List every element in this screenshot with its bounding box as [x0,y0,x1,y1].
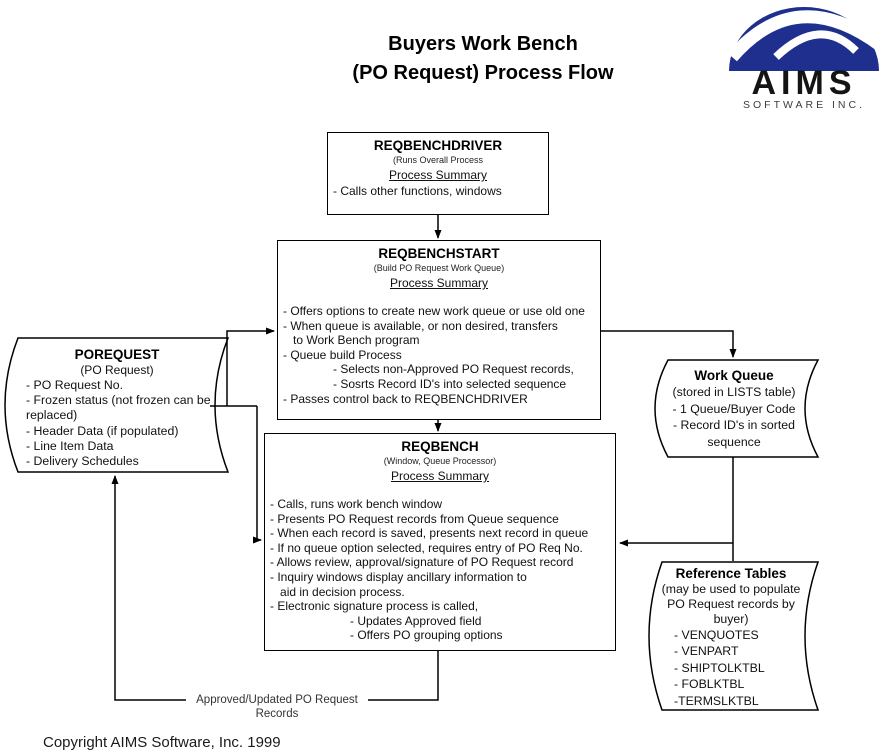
connector-porequest-to-reqbench [253,406,262,544]
aims-logo: AIMS SOFTWARE INC. [727,5,881,117]
reqbenchdriver-line: - Calls other functions, windows [333,184,502,198]
reqbenchstart-line: - Passes control back to REQBENCHDRIVER [283,391,528,406]
porequest-line: - Delivery Schedules [26,454,139,469]
reqbench-summary-label: Process Summary [390,469,490,483]
work-queue-line: (stored in LISTS table) [672,385,796,399]
reqbench-subtitle: (Window, Queue Processor) [383,456,497,466]
reqbenchstart-line: to Work Bench program [283,333,420,348]
connector-porequest-to-start [226,327,275,406]
logo-wordmark: AIMS [751,64,857,102]
work-queue-line: sequence [707,434,761,449]
reference-tables-shape-text: Reference Tables (may be used to populat… [652,566,810,709]
reference-tables-line: - FOBLKTBL [674,677,745,692]
page-title-line1: Buyers Work Bench [388,33,578,55]
reqbench-line: - If no queue option selected, requires … [270,540,583,555]
porequest-line: - PO Request No. [26,378,124,392]
reqbenchstart-box: REQBENCHSTART (Build PO Request Work Que… [277,240,601,420]
reqbench-line: - Updates Approved field [270,613,482,628]
porequest-line: replaced) [26,408,78,423]
page-title: Buyers Work Bench (PO Request) Process F… [303,30,663,88]
reference-tables-title: Reference Tables [675,566,787,581]
reqbenchdriver-title: REQBENCHDRIVER [373,138,503,153]
logo-dome-icon [728,7,880,71]
reqbenchstart-line: - When queue is available, or non desire… [283,318,558,333]
reqbenchdriver-summary-label: Process Summary [388,168,488,182]
reqbench-line: - When each record is saved, presents ne… [270,526,589,541]
porequest-line: - Line Item Data [26,438,114,453]
reqbench-line: - Inquiry windows display ancillary info… [270,569,527,584]
reqbenchstart-summary-label: Process Summary [389,276,489,290]
reference-tables-shape [648,561,820,711]
work-queue-shape-text: Work Queue (stored in LISTS table) - 1 Q… [660,368,808,450]
work-queue-title: Work Queue [694,368,774,383]
reqbenchdriver-box: REQBENCHDRIVER (Runs Overall Process Pro… [327,132,549,215]
reqbench-line: - Offers PO grouping options [270,628,503,643]
porequest-shape [4,337,230,473]
reqbenchdriver-subtitle: (Runs Overall Process [392,155,484,165]
porequest-line: - Header Data (if populated) [26,423,179,438]
porequest-subtitle: (PO Request) [80,363,154,377]
reference-tables-line: - SHIPTOLKTBL [674,660,765,675]
porequest-title: POREQUEST [74,347,160,362]
reqbenchstart-line: - Offers options to create new work queu… [283,304,585,318]
page-title-line2: (PO Request) Process Flow [352,62,614,84]
work-queue-line: - Record ID's in sorted [673,418,795,432]
reqbench-line: aid in decision process. [270,584,405,599]
reqbenchstart-line: - Queue build Process [283,347,402,362]
reference-tables-line: -TERMSLKTBL [674,693,759,708]
porequest-line: - Frozen status (not frozen can be [26,393,211,408]
reqbench-title: REQBENCH [401,439,479,454]
reqbenchstart-line: - Selects non-Approved PO Request record… [283,362,574,377]
logo-tagline: SOFTWARE INC. [742,99,866,111]
connector-start-to-workqueue [601,330,737,358]
reference-tables-subtitle-line: buyer) [713,612,749,626]
feedback-wire-label: Approved/Updated PO Request Records [186,693,368,721]
reference-tables-line: - VENQUOTES [674,628,759,642]
reference-tables-subtitle-line: (may be used to populate [661,582,801,596]
reqbenchstart-title: REQBENCHSTART [378,246,500,261]
reqbenchstart-subtitle: (Build PO Request Work Queue) [373,263,505,273]
reference-tables-subtitle-line: PO Request records by [667,597,795,611]
porequest-shape-text: POREQUEST (PO Request) - PO Request No. … [18,347,216,469]
work-queue-line: - 1 Queue/Buyer Code [672,401,796,416]
reqbench-line: - Calls, runs work bench window [270,497,443,511]
reqbench-line: - Electronic signature process is called… [270,599,479,614]
reqbench-line: - Allows review, approval/signature of P… [270,555,574,570]
reqbench-box: REQBENCH (Window, Queue Processor) Proce… [264,433,616,651]
work-queue-shape [654,359,820,458]
reqbench-line: - Presents PO Request records from Queue… [270,511,559,526]
reference-tables-line: - VENPART [674,644,739,659]
copyright-text: Copyright AIMS Software, Inc. 1999 [43,734,281,751]
reqbenchstart-line: - Sosrts Record ID's into selected seque… [283,376,567,391]
